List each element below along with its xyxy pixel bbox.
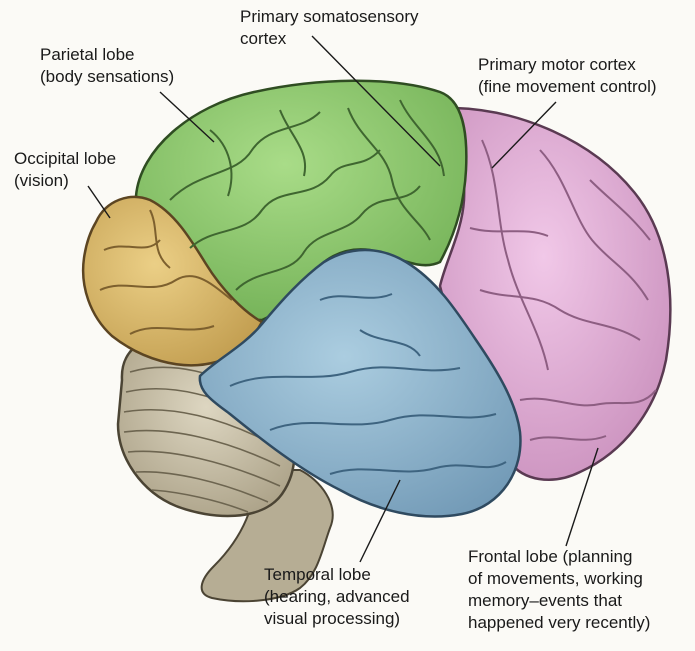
frontal-label-line4: happened very recently) [468,612,650,634]
label-frontal-lobe: Frontal lobe (planning of movements, wor… [468,546,650,634]
label-temporal-lobe: Temporal lobe (hearing, advanced visual … [264,564,410,630]
motor-label-function: (fine movement control) [478,76,657,98]
temporal-label-function-1: (hearing, advanced [264,586,410,608]
temporal-label-function-2: visual processing) [264,608,410,630]
parietal-label-function: (body sensations) [40,66,174,88]
temporal-label-title: Temporal lobe [264,564,410,586]
occipital-label-title: Occipital lobe [14,148,116,170]
somatosensory-label-line2: cortex [240,28,419,50]
label-occipital-lobe: Occipital lobe (vision) [14,148,116,192]
label-parietal-lobe: Parietal lobe (body sensations) [40,44,174,88]
label-primary-somatosensory-cortex: Primary somatosensory cortex [240,6,419,50]
label-primary-motor-cortex: Primary motor cortex (fine movement cont… [478,54,657,98]
occipital-label-function: (vision) [14,170,116,192]
parietal-label-title: Parietal lobe [40,44,174,66]
frontal-label-line1: Frontal lobe (planning [468,546,650,568]
frontal-label-line2: of movements, working [468,568,650,590]
frontal-label-line3: memory–events that [468,590,650,612]
motor-label-title: Primary motor cortex [478,54,657,76]
somatosensory-label-line1: Primary somatosensory [240,6,419,28]
